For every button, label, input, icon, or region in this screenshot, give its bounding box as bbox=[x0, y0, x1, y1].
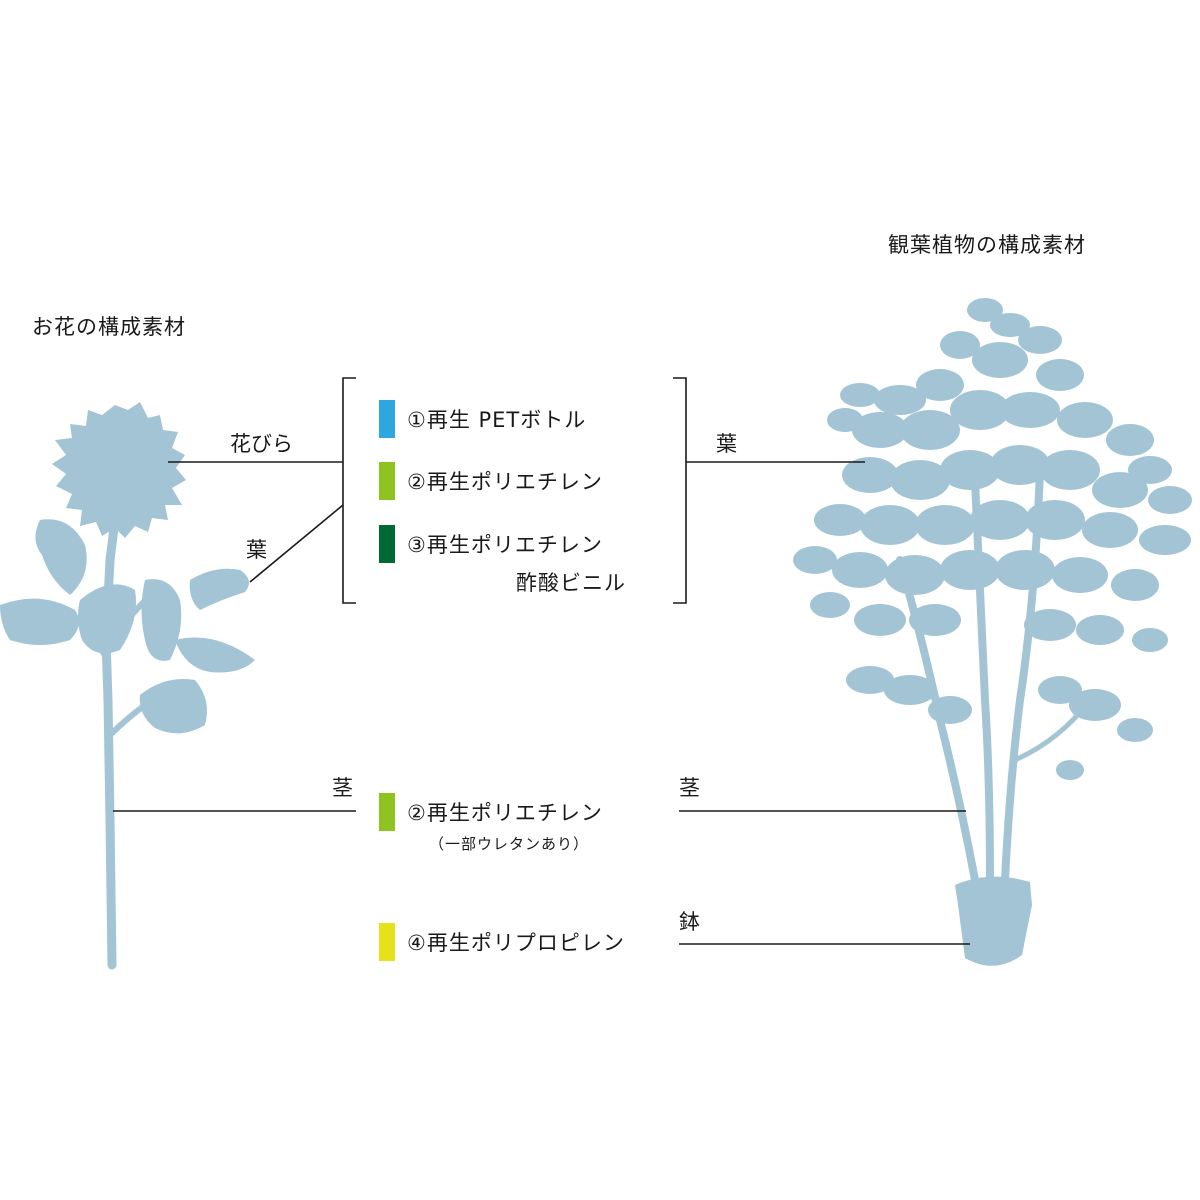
material-sublabel: （一部ウレタンあり） bbox=[429, 835, 590, 853]
material-label: ①再生 PETボトル bbox=[407, 408, 587, 432]
material-label: ③再生ポリエチレン bbox=[407, 533, 603, 557]
material-sublabel: 酢酸ビニル bbox=[516, 571, 626, 595]
flower-leaves-label: 葉 bbox=[246, 538, 267, 562]
swatch-light-green bbox=[379, 793, 395, 831]
connector-lines bbox=[113, 377, 970, 945]
foliage-leaves-label: 葉 bbox=[716, 432, 737, 456]
material-label: ②再生ポリエチレン bbox=[407, 470, 603, 494]
foliage-materials-title: 観葉植物の構成素材 bbox=[888, 233, 1086, 257]
swatch-blue bbox=[379, 400, 395, 438]
material-label: ④再生ポリプロピレン bbox=[407, 931, 625, 955]
foliage-pot-label: 鉢 bbox=[679, 910, 700, 934]
swatch-light-green bbox=[379, 462, 395, 500]
foliage-plant-silhouette-icon bbox=[793, 298, 1192, 966]
foliage-stem-label: 茎 bbox=[679, 776, 700, 800]
material-label: ②再生ポリエチレン bbox=[407, 801, 603, 825]
swatch-yellow bbox=[379, 923, 395, 961]
flower-silhouette-icon bbox=[0, 402, 255, 970]
swatch-dark-green bbox=[379, 525, 395, 563]
flower-materials-title: お花の構成素材 bbox=[32, 315, 186, 339]
flower-stem-label: 茎 bbox=[332, 776, 353, 800]
flower-petals-label: 花びら bbox=[230, 432, 293, 456]
